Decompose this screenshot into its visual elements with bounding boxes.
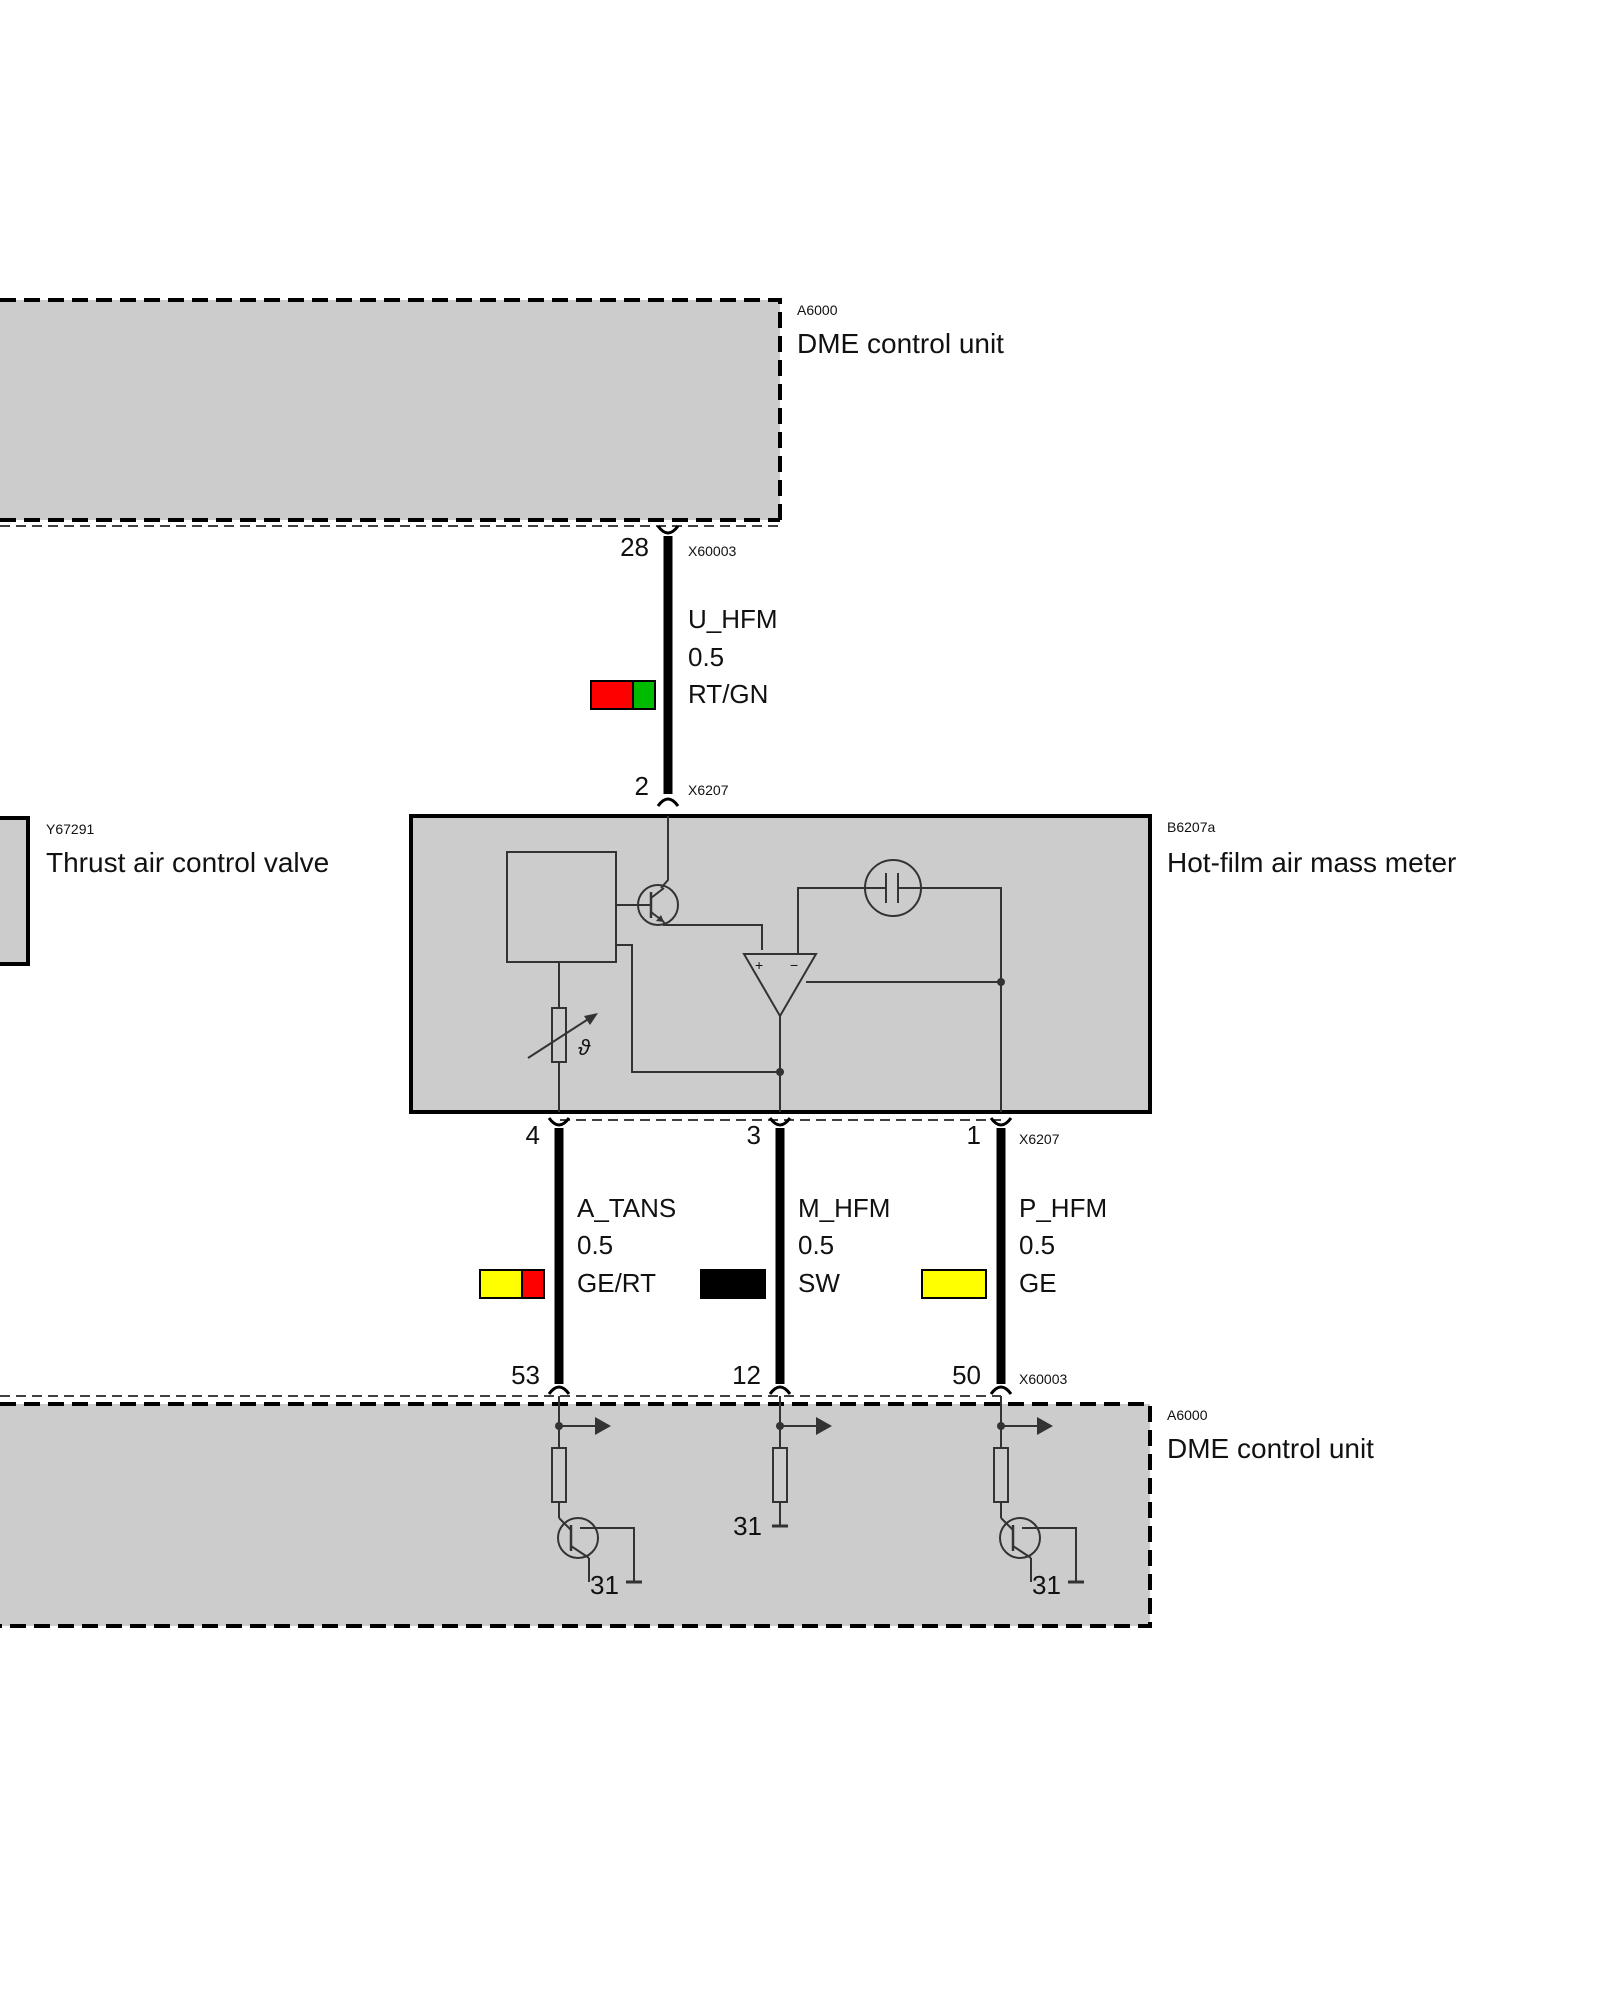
dme-input-circuit-m-hfm bbox=[772, 1396, 832, 1528]
pin-50: 50 bbox=[952, 1360, 981, 1390]
dme-top-code: A6000 bbox=[797, 302, 838, 318]
ground-31-b: 31 bbox=[733, 1511, 762, 1541]
color-swatch-rt-gn bbox=[590, 680, 656, 710]
color-code-a-tans: GE/RT bbox=[577, 1268, 656, 1298]
connector-x6207-bottom: X6207 bbox=[1019, 1131, 1060, 1147]
dme-top-name: DME control unit bbox=[797, 328, 1004, 359]
wire-p-hfm bbox=[989, 1117, 1013, 1395]
dme-control-unit-top bbox=[0, 298, 782, 527]
pin-28: 28 bbox=[620, 532, 649, 562]
ground-31-c: 31 bbox=[1032, 1570, 1061, 1600]
color-code-p-hfm: GE bbox=[1019, 1268, 1057, 1298]
opamp-plus: + bbox=[755, 957, 763, 973]
color-swatch-sw bbox=[700, 1269, 766, 1299]
signal-m-hfm: M_HFM bbox=[798, 1193, 890, 1223]
wire-m-hfm bbox=[768, 1117, 792, 1395]
gauge-p-hfm: 0.5 bbox=[1019, 1230, 1055, 1260]
valve-name: Thrust air control valve bbox=[46, 847, 329, 878]
signal-p-hfm: P_HFM bbox=[1019, 1193, 1107, 1223]
opamp-minus: − bbox=[790, 957, 798, 973]
dme-bottom-name: DME control unit bbox=[1167, 1433, 1374, 1464]
color-code-u-hfm: RT/GN bbox=[688, 679, 768, 709]
pin-4: 4 bbox=[526, 1120, 540, 1150]
hfm-name: Hot-film air mass meter bbox=[1167, 847, 1456, 878]
connector-x60003-top: X60003 bbox=[688, 543, 736, 559]
pin-12: 12 bbox=[732, 1360, 761, 1390]
wire-a-tans bbox=[547, 1117, 571, 1395]
signal-u-hfm: U_HFM bbox=[688, 604, 778, 634]
dme-bottom-code: A6000 bbox=[1167, 1407, 1208, 1423]
color-swatch-ge-rt bbox=[479, 1269, 545, 1299]
color-code-m-hfm: SW bbox=[798, 1268, 840, 1298]
gauge-m-hfm: 0.5 bbox=[798, 1230, 834, 1260]
wire-u-hfm bbox=[656, 525, 680, 807]
theta-symbol: ϑ bbox=[578, 1035, 591, 1060]
pin-53: 53 bbox=[511, 1360, 540, 1390]
connector-x60003-bottom: X60003 bbox=[1019, 1371, 1067, 1387]
connector-x6207-top: X6207 bbox=[688, 782, 729, 798]
pin-3: 3 bbox=[747, 1120, 761, 1150]
dme-input-circuit-a-tans bbox=[551, 1396, 642, 1584]
pin-1: 1 bbox=[967, 1120, 981, 1150]
thrust-air-control-valve-box bbox=[0, 816, 30, 966]
ground-31-a: 31 bbox=[590, 1570, 619, 1600]
signal-a-tans: A_TANS bbox=[577, 1193, 676, 1223]
dme-input-circuit-p-hfm bbox=[993, 1396, 1084, 1584]
pin-2: 2 bbox=[635, 771, 649, 801]
hfm-code: B6207a bbox=[1167, 819, 1215, 835]
color-swatch-ge bbox=[921, 1269, 987, 1299]
gauge-a-tans: 0.5 bbox=[577, 1230, 613, 1260]
dme-control-unit-bottom bbox=[0, 1395, 1152, 1628]
gauge-u-hfm: 0.5 bbox=[688, 642, 724, 672]
valve-code: Y67291 bbox=[46, 821, 94, 837]
hfm-internal-circuit: + − ϑ bbox=[506, 816, 1005, 1112]
